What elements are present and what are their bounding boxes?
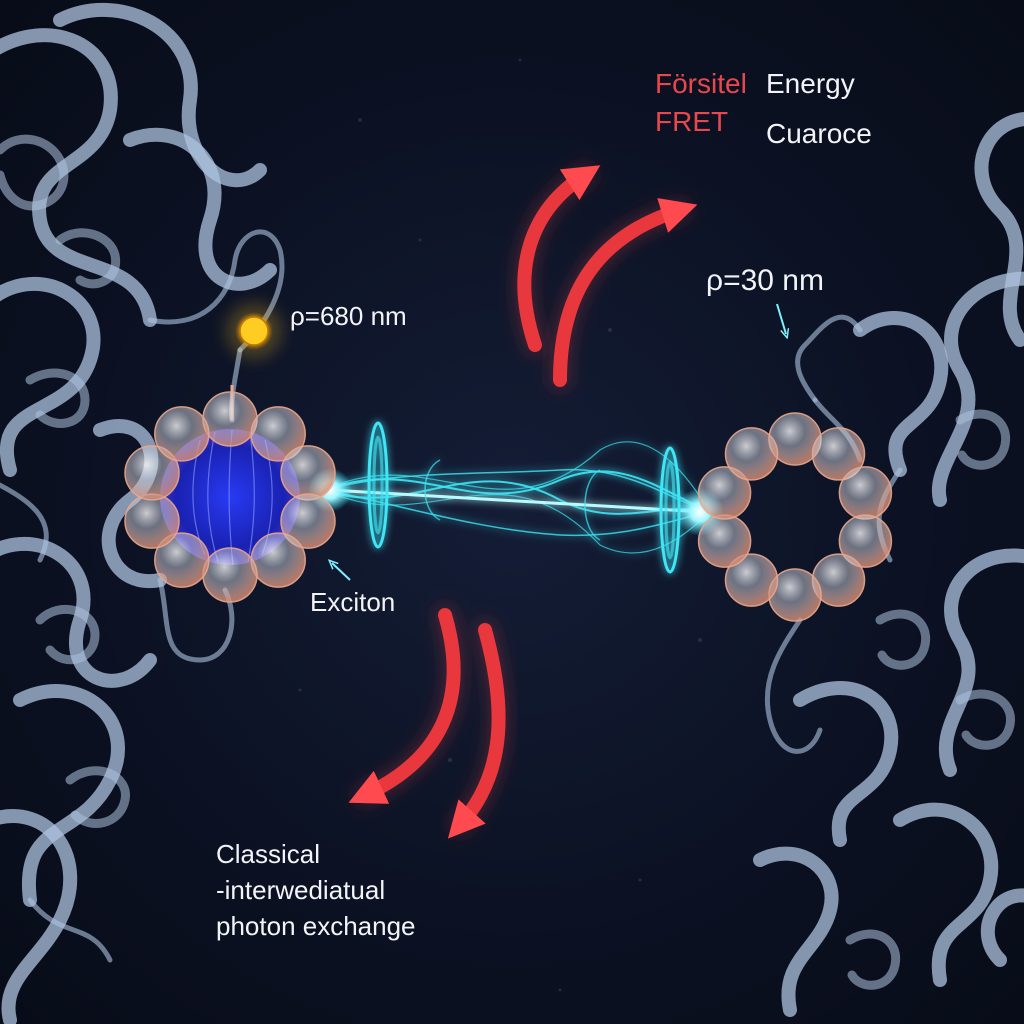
acceptor-bead: [724, 553, 779, 607]
donor-bead: [124, 445, 180, 501]
donor-bead: [124, 493, 180, 549]
red-arrows-bottom: [348, 604, 510, 839]
classical-line-2: -interwediatual: [216, 875, 386, 905]
rho-right-label: ρ=30 nm: [706, 264, 824, 297]
beam-disc-left: [367, 421, 389, 549]
donor-bead: [280, 445, 336, 501]
cuaroce-label: Cuaroce: [766, 118, 872, 149]
fret-label: FRET: [655, 106, 729, 137]
red-arrow-bottom-right: [447, 623, 506, 839]
classical-line-3: photon exchange: [216, 911, 416, 941]
forster-label: Försitel: [655, 68, 747, 99]
classical-line-1: Classical: [216, 839, 321, 869]
acceptor-bead: [838, 514, 893, 568]
donor-bead: [202, 391, 258, 447]
background-particles: [298, 58, 702, 992]
photon-dot-core: [239, 316, 269, 346]
red-arrow-top-right: [553, 198, 698, 387]
acceptor-bead: [838, 466, 893, 520]
donor-beads: [124, 391, 336, 603]
exciton-pointer: [332, 563, 351, 581]
acceptor-bead: [724, 427, 779, 481]
rho-left-label: ρ=680 nm: [290, 301, 407, 331]
donor-bead: [154, 406, 210, 462]
donor-bead: [154, 532, 210, 588]
donor-bead: [250, 406, 306, 462]
acceptor-bead: [697, 466, 752, 520]
donor-bead: [250, 532, 306, 588]
right-protein-ribbon: [753, 112, 1024, 1017]
donor-bead: [202, 547, 258, 603]
acceptor-bead: [811, 427, 866, 481]
red-arrows-top: [513, 164, 698, 391]
acceptor-chromophore-ring: [697, 412, 893, 622]
red-arrow-bottom-left: [348, 608, 461, 804]
left-protein-ribbon: [0, 3, 285, 1024]
donor-chromophore-ring: [124, 385, 336, 603]
acceptor-beads: [697, 412, 893, 622]
exciton-label: Exciton: [310, 587, 396, 617]
donor-bead: [280, 493, 336, 549]
rho-right-pointer: [776, 303, 786, 334]
energy-label: Energy: [766, 68, 855, 99]
red-arrow-top-left: [517, 165, 601, 352]
classical-caption: Classical -interwediatual photon exchang…: [216, 836, 416, 944]
acceptor-bead: [697, 514, 752, 568]
